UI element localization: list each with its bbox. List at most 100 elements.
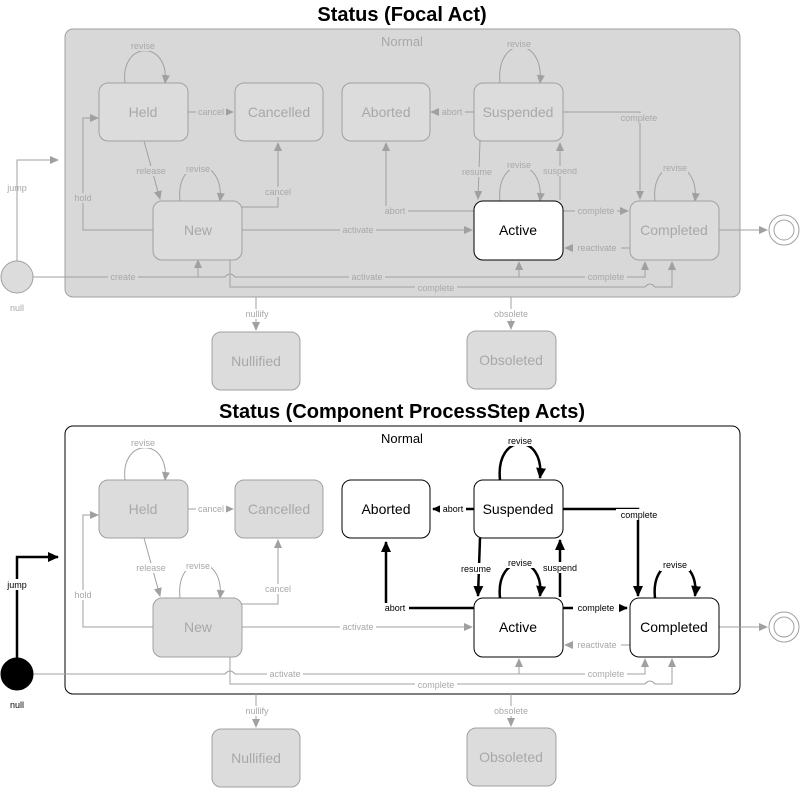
- edge-label-active-revise: revise: [507, 160, 531, 170]
- state-label-new: New: [184, 619, 213, 635]
- states: Held Cancelled Aborted Suspended New Act…: [0, 82, 800, 391]
- edge-label-null-activate: activate: [351, 272, 382, 282]
- state-label-suspended: Suspended: [483, 104, 554, 120]
- edge-null-activate: [33, 658, 523, 675]
- state-label-completed: Completed: [640, 222, 708, 238]
- state-label-new: New: [184, 222, 213, 238]
- edge-label-completed-revise: revise: [663, 163, 687, 173]
- edge-label-new-revise: revise: [186, 561, 210, 571]
- edge-label-activate: activate: [342, 225, 373, 235]
- state-label-aborted: Aborted: [361, 501, 410, 517]
- edge-label-active-revise: revise: [508, 558, 532, 568]
- edge-label-abort-bottom: abort: [385, 603, 406, 613]
- edge-label-release: release: [136, 563, 166, 573]
- edge-label-resume: resume: [462, 167, 492, 177]
- edge-label-suspend: suspend: [543, 166, 577, 176]
- edge-label-create: create: [110, 272, 135, 282]
- final-state: [768, 611, 800, 643]
- edge-label-hold: hold: [74, 590, 91, 600]
- state-label-aborted: Aborted: [361, 104, 410, 120]
- state-label-cancelled: Cancelled: [248, 501, 310, 517]
- diagram-component-processstep: Status (Component ProcessStep Acts) Norm…: [0, 401, 800, 788]
- edge-label-new-complete: complete: [418, 680, 455, 690]
- edge-null-complete: [519, 261, 649, 278]
- edge-jump: [16, 156, 59, 262]
- edge-label-abort-top: abort: [442, 107, 463, 117]
- edge-new-complete: [229, 260, 676, 288]
- edge-new-complete: [229, 657, 676, 685]
- state-label-held: Held: [129, 104, 158, 120]
- final-state: [768, 214, 800, 246]
- state-nullified: Nullified: [211, 331, 301, 391]
- states: Held Cancelled Aborted Suspended New Act…: [0, 479, 800, 788]
- state-label-suspended: Suspended: [483, 501, 554, 517]
- edge-label-obsolete: obsolete: [494, 309, 528, 319]
- edge-label-new-cancel: cancel: [265, 187, 291, 197]
- edge-label-complete: complete: [578, 603, 615, 613]
- initial-state-null: [0, 260, 34, 294]
- edge-label-held-cancel: cancel: [198, 107, 224, 117]
- state-suspended: Suspended: [473, 479, 564, 539]
- state-obsoleted: Obsoleted: [466, 727, 557, 787]
- diagram-title: Status (Focal Act): [317, 4, 486, 26]
- edge-label-null-complete: complete: [588, 669, 625, 679]
- state-completed: Completed: [629, 597, 720, 658]
- edge-label-reactivate: reactivate: [577, 640, 616, 650]
- edge-label-suspended-revise: revise: [507, 39, 531, 49]
- edge-label-hold: hold: [74, 193, 91, 203]
- edge-label-null-complete: complete: [588, 272, 625, 282]
- diagram-title: Status (Component ProcessStep Acts): [219, 401, 585, 423]
- edge-label-held-revise: revise: [131, 438, 155, 448]
- state-nullified: Nullified: [211, 728, 301, 788]
- initial-state-label: null: [10, 303, 24, 313]
- state-new: New: [152, 200, 243, 261]
- edge-labels-faded: revise cancel release revise cancel hold…: [72, 438, 627, 716]
- state-active: Active: [473, 597, 564, 658]
- edge-labels: revise cancel release revise cancel hold…: [6, 39, 688, 319]
- edge-new-cancel: [242, 539, 282, 605]
- edge-label-new-complete: complete: [418, 283, 455, 293]
- state-completed: Completed: [629, 200, 720, 261]
- state-held: Held: [98, 479, 189, 539]
- state-label-nullified: Nullified: [231, 750, 281, 766]
- edge-label-jump: jump: [6, 580, 27, 590]
- state-suspended: Suspended: [473, 82, 564, 142]
- state-active: Active: [473, 200, 564, 261]
- edge-new-cancel: [242, 142, 282, 208]
- state-cancelled: Cancelled: [234, 82, 324, 142]
- edge-hold: [82, 511, 153, 628]
- edge-label-abort-top: abort: [443, 504, 464, 514]
- edge-label-nullify: nullify: [245, 309, 269, 319]
- state-aborted: Aborted: [341, 479, 431, 539]
- edge-label-abort-bottom: abort: [385, 206, 406, 216]
- edge-label-completed-revise: revise: [663, 560, 687, 570]
- state-obsoleted: Obsoleted: [466, 330, 557, 390]
- state-label-obsoleted: Obsoleted: [479, 352, 543, 368]
- edge-null-complete: [519, 658, 649, 675]
- edge-label-nullify: nullify: [245, 706, 269, 716]
- container-label: Normal: [381, 34, 423, 49]
- state-label-active: Active: [499, 222, 537, 238]
- edge-suspended-complete: [563, 111, 644, 200]
- edge-label-suspend: suspend: [543, 563, 577, 573]
- edge-labels-bold: jump revise abort complete resume suspen…: [4, 435, 690, 614]
- edge-label-complete: complete: [578, 206, 615, 216]
- initial-state-label: null: [10, 700, 24, 710]
- container-label: Normal: [381, 431, 423, 446]
- edge-label-new-revise: revise: [186, 164, 210, 174]
- initial-state-null: [0, 657, 34, 691]
- state-label-cancelled: Cancelled: [248, 104, 310, 120]
- state-label-active: Active: [499, 619, 537, 635]
- edge-label-suspended-complete: complete: [621, 510, 658, 520]
- edge-label-held-cancel: cancel: [198, 504, 224, 514]
- edge-label-jump: jump: [6, 183, 27, 193]
- edge-hold: [82, 114, 153, 231]
- edge-label-activate: activate: [342, 622, 373, 632]
- edge-label-new-cancel: cancel: [265, 584, 291, 594]
- diagram-focal-act: Status (Focal Act) Normal: [0, 4, 800, 391]
- state-label-completed: Completed: [640, 619, 708, 635]
- edge-label-release: release: [136, 166, 166, 176]
- edge-label-resume: resume: [461, 564, 491, 574]
- state-new: New: [152, 597, 243, 658]
